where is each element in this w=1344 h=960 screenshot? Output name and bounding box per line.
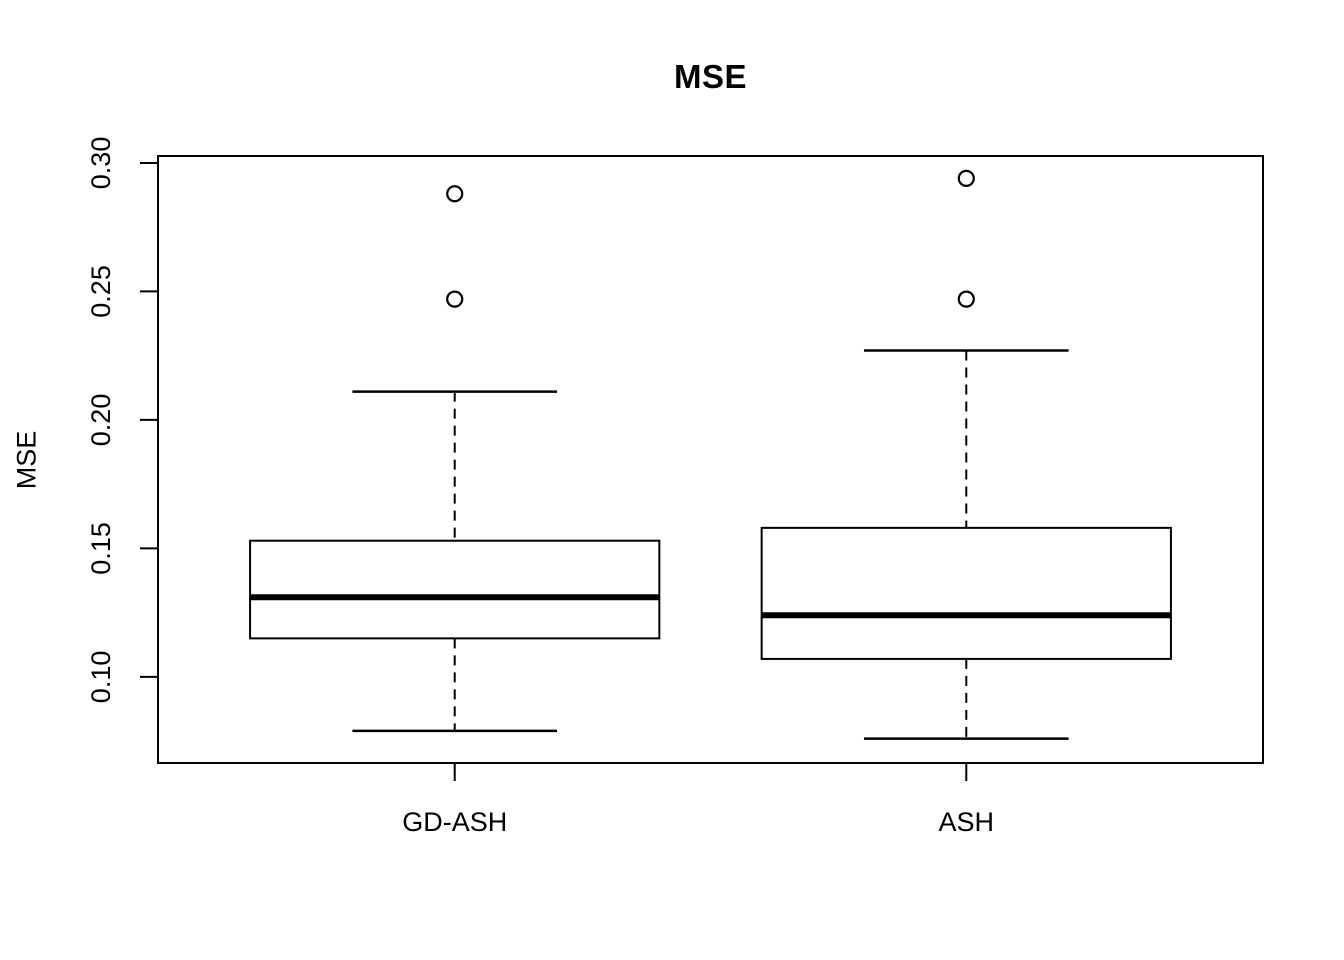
plot-border <box>157 155 1264 764</box>
chart-title: MSE <box>673 58 747 95</box>
y-tick-label: 0.25 <box>86 265 116 318</box>
category-label: ASH <box>939 807 995 837</box>
y-tick-label: 0.10 <box>86 651 116 704</box>
iqr-box <box>249 539 661 640</box>
outlier-point <box>957 290 975 308</box>
outlier-point <box>446 185 464 203</box>
category-label: GD-ASH <box>402 807 507 837</box>
y-tick-label: 0.15 <box>86 522 116 575</box>
outlier-point <box>957 169 975 187</box>
iqr-box <box>760 526 1172 660</box>
y-tick-label: 0.20 <box>86 394 116 447</box>
y-axis-title: MSE <box>11 430 42 490</box>
outlier-point <box>446 290 464 308</box>
y-tick-label: 0.30 <box>86 137 116 190</box>
